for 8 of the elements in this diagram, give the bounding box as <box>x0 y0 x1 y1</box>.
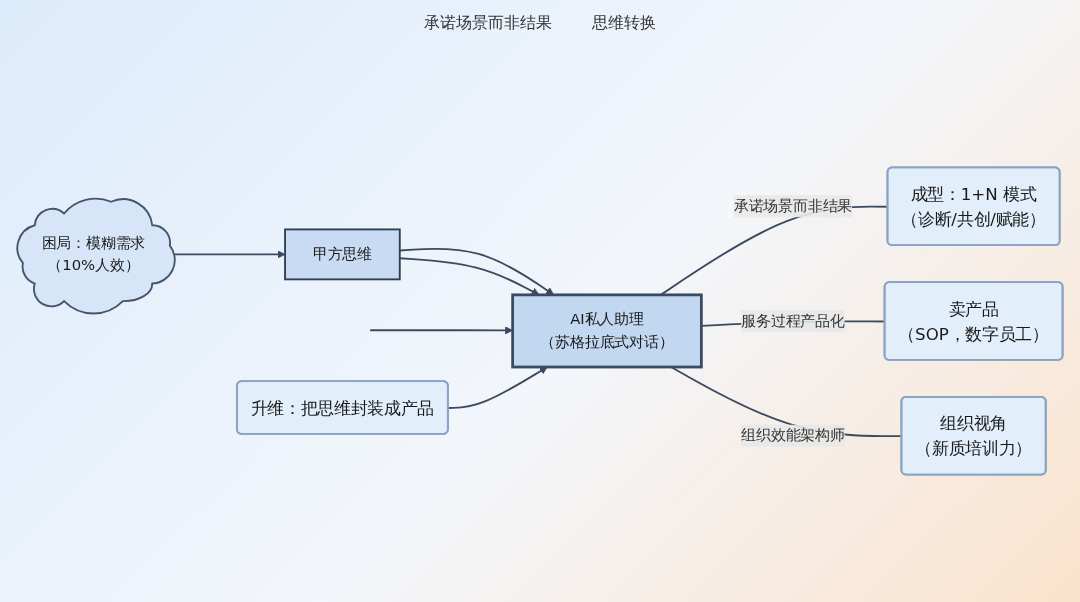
arrow <box>369 326 513 335</box>
node-box: AI私人助理 （苏格拉底式对话） <box>511 293 703 369</box>
note-text: 思维转换 <box>592 12 656 34</box>
note-text: 承诺场景而非结果 <box>424 12 552 34</box>
node-box: 甲方思维 <box>284 228 401 281</box>
edge-label: 组织效能架构师 <box>741 426 845 445</box>
edge-label: 服务过程产品化 <box>741 311 845 330</box>
edge-label: 承诺场景而非结果 <box>733 197 853 215</box>
